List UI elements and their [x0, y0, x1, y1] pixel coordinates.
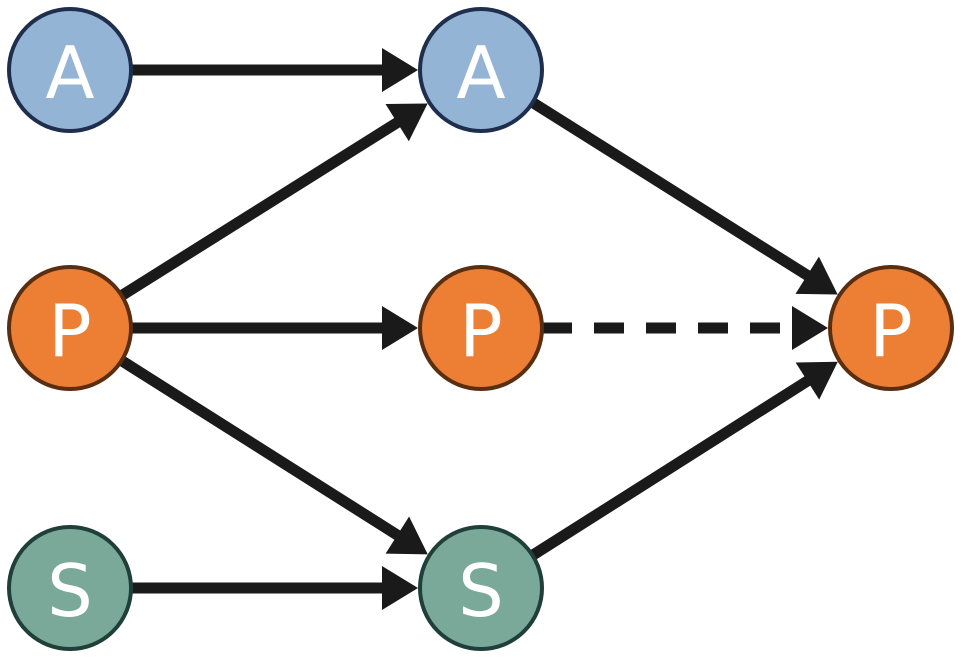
arrowhead-icon: [792, 306, 828, 350]
edge-line: [529, 374, 814, 560]
node-s2: S: [418, 525, 544, 651]
arrowhead-icon: [795, 361, 838, 400]
node-p3: P: [828, 265, 954, 391]
nodes-layer: A P S A P S P: [7, 7, 954, 651]
arrowhead-icon: [382, 566, 418, 610]
edge-a1-a2: [131, 48, 418, 92]
node-circle: [7, 265, 133, 391]
edge-s1-s2: [131, 566, 418, 610]
edge-line: [118, 115, 404, 301]
node-a2: A: [418, 7, 544, 133]
node-circle: [828, 265, 954, 391]
node-p2: P: [418, 265, 544, 391]
node-label: S: [47, 549, 93, 633]
edge-p2-p3: [542, 306, 828, 350]
node-label: A: [456, 31, 505, 115]
node-label: P: [459, 289, 502, 373]
node-label: P: [48, 289, 91, 373]
edge-p1-s2: [118, 355, 428, 555]
arrowhead-icon: [385, 516, 428, 555]
edge-p1-p2: [131, 306, 418, 350]
edges-layer: [118, 48, 838, 610]
arrowhead-icon: [385, 103, 428, 142]
edge-a2-p3: [529, 97, 838, 295]
edge-p1-a2: [118, 103, 428, 301]
node-circle: [418, 525, 544, 651]
arrowhead-icon: [795, 256, 838, 295]
node-label: P: [869, 289, 912, 373]
node-circle: [418, 7, 544, 133]
node-circle: [7, 525, 133, 651]
node-label: S: [458, 549, 504, 633]
edge-line: [118, 355, 404, 542]
node-circle: [7, 7, 133, 133]
node-s1: S: [7, 525, 133, 651]
node-label: A: [45, 31, 94, 115]
arrowhead-icon: [382, 306, 418, 350]
arrowhead-icon: [382, 48, 418, 92]
node-circle: [418, 265, 544, 391]
node-p1: P: [7, 265, 133, 391]
edge-s2-p3: [529, 361, 838, 560]
node-a1: A: [7, 7, 133, 133]
edge-line: [529, 97, 814, 283]
